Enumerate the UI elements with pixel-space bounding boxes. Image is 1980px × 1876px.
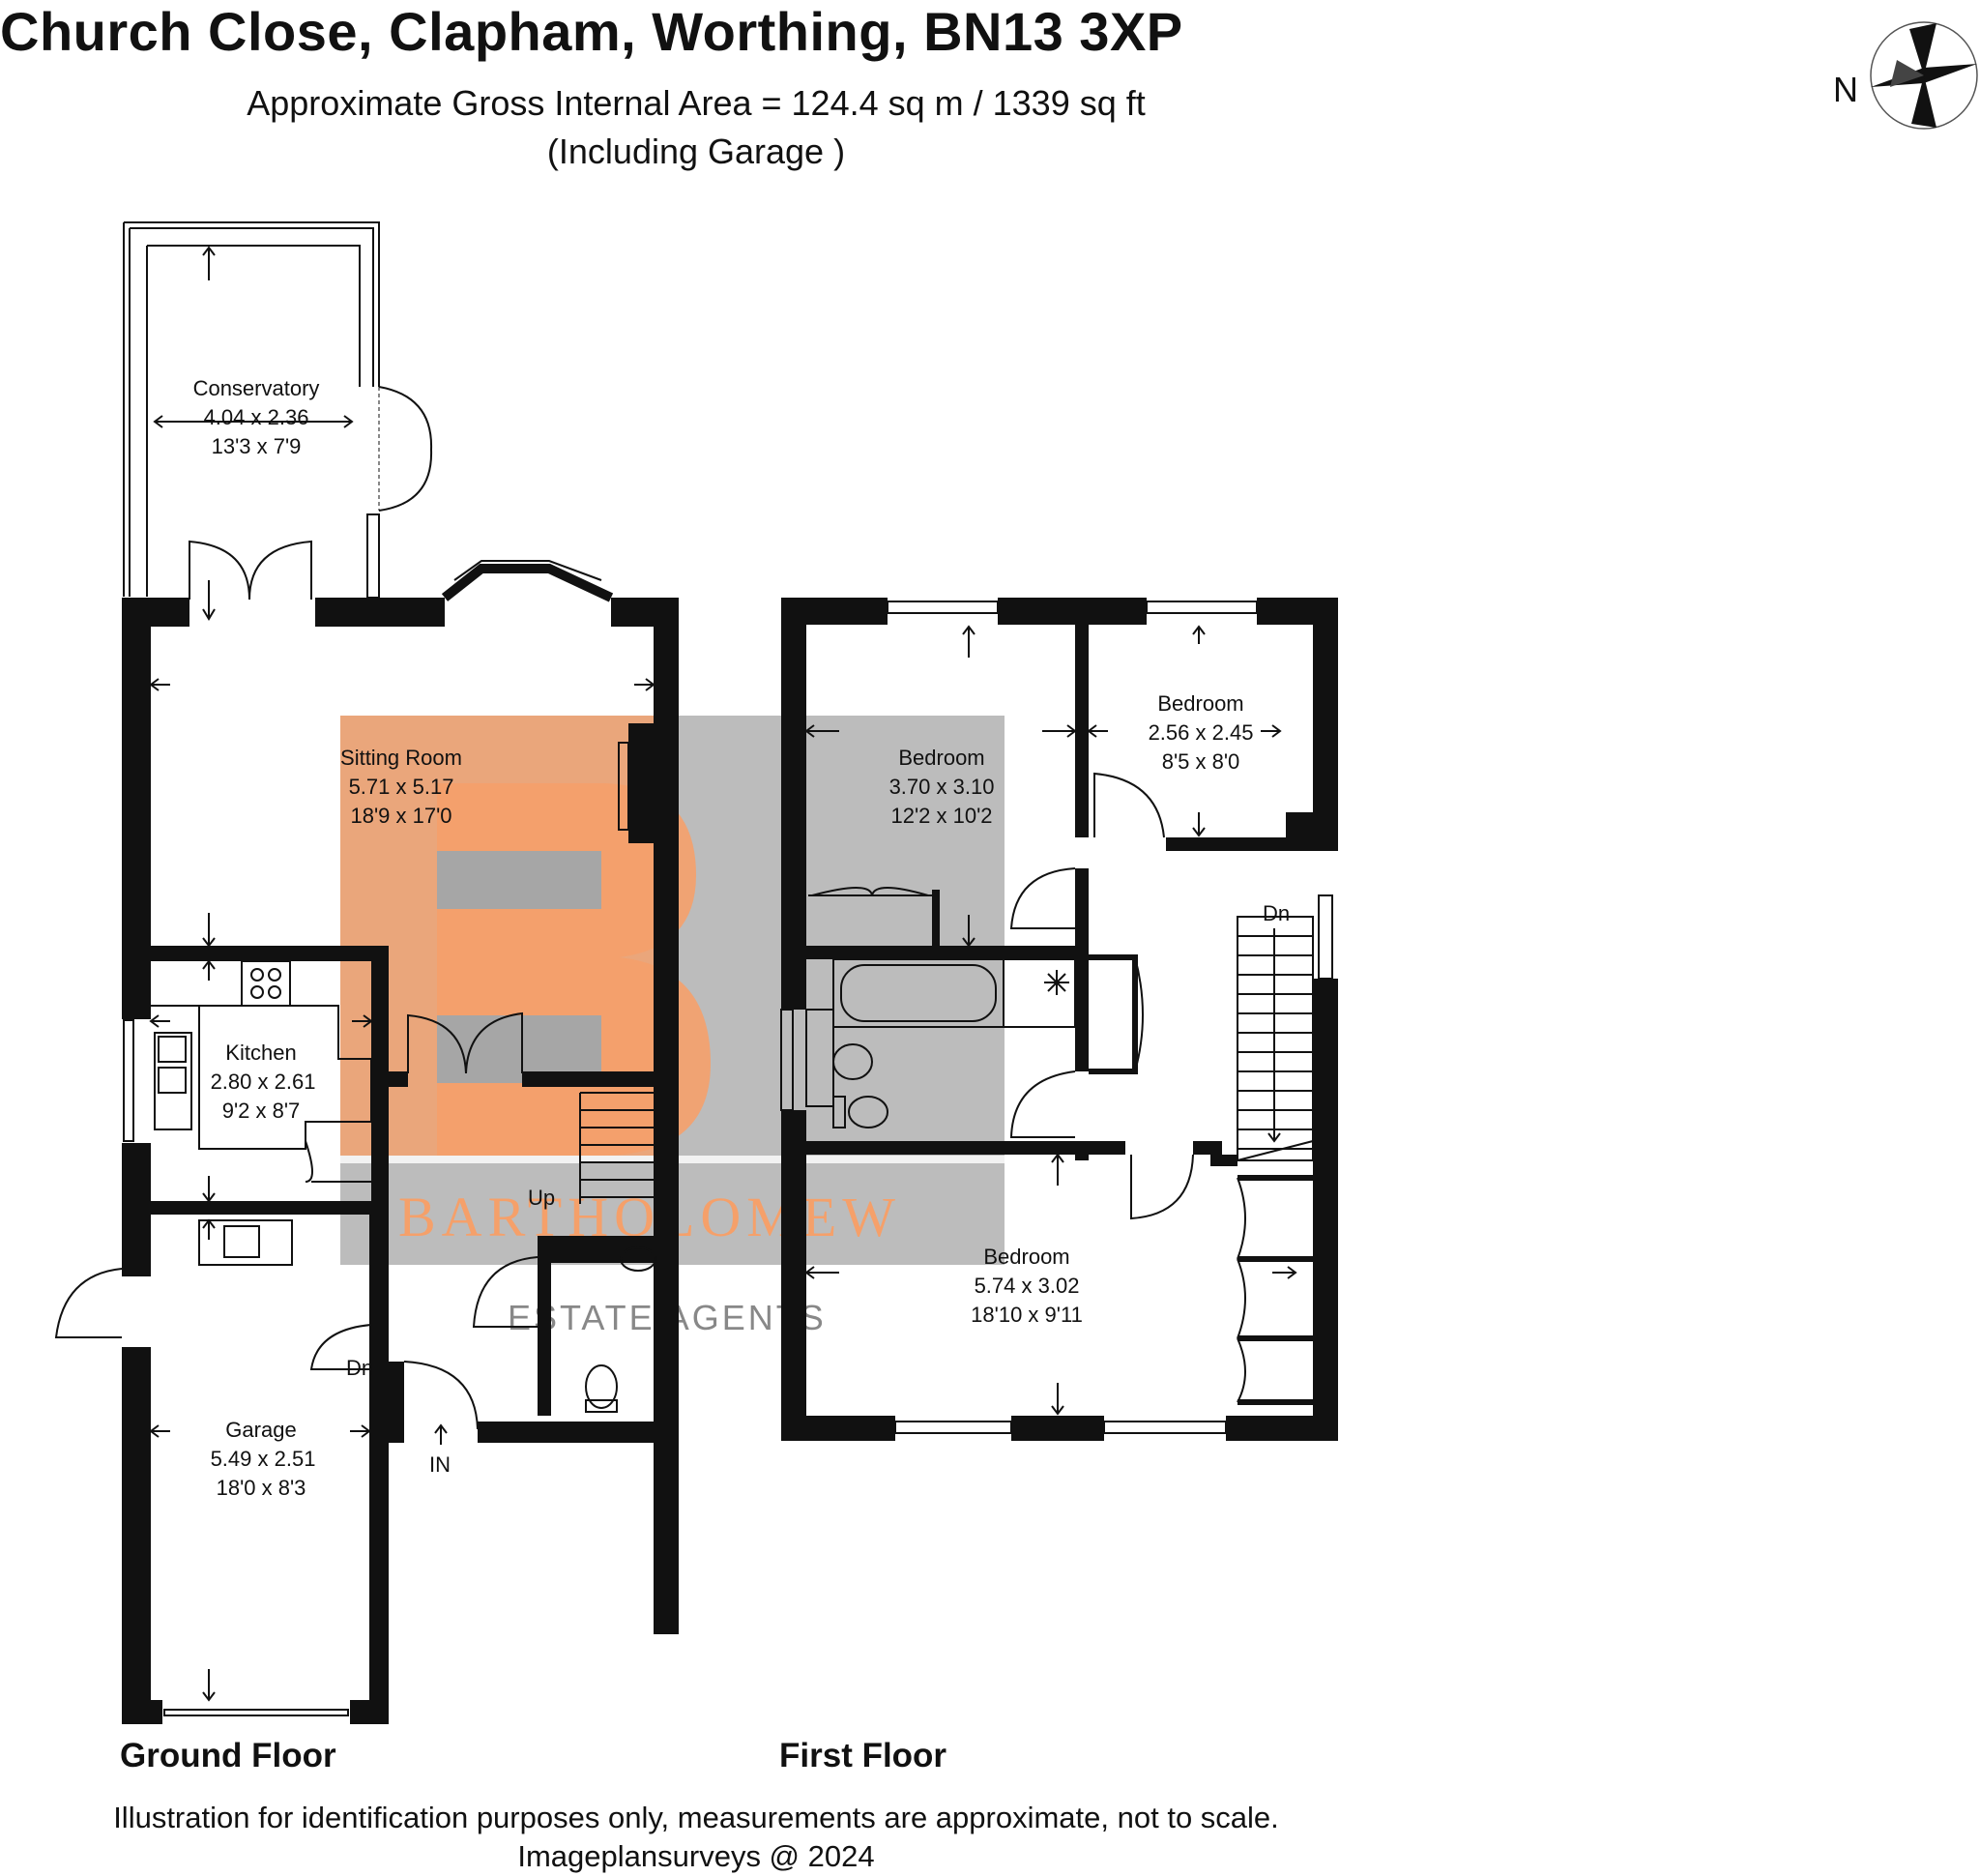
property-address-title: Church Close, Clapham, Worthing, BN13 3X… [0, 1, 1183, 62]
bedroom-3-metric: 5.74 x 3.02 [975, 1274, 1080, 1298]
ground-floor-plan [54, 221, 679, 1724]
garage-metric: 5.49 x 2.51 [211, 1447, 316, 1471]
kitchen-imperial: 9'2 x 8'7 [222, 1099, 301, 1123]
first-floor-plan [780, 598, 1338, 1441]
garage-step-down-label: Dn [346, 1356, 373, 1380]
first-floor-label: First Floor [779, 1737, 947, 1774]
kitchen-metric: 2.80 x 2.61 [211, 1070, 316, 1094]
bedroom-2-name: Bedroom [1157, 691, 1243, 716]
conservatory-name: Conservatory [193, 376, 320, 400]
sitting-room-imperial: 18'9 x 17'0 [350, 804, 451, 828]
credit-text: Imageplansurveys @ 2024 [517, 1839, 875, 1873]
bedroom-2-metric: 2.56 x 2.45 [1149, 720, 1254, 745]
sitting-room-metric: 5.71 x 5.17 [349, 775, 454, 799]
ground-stairs-up-label: Up [528, 1186, 555, 1210]
kitchen-name: Kitchen [225, 1041, 296, 1065]
gross-area-text: Approximate Gross Internal Area = 124.4 … [247, 83, 1146, 123]
ground-floor-dimension-arrows [149, 246, 655, 1702]
sitting-room-name: Sitting Room [340, 746, 462, 770]
area-note-text: (Including Garage ) [546, 132, 846, 171]
first-floor-dimension-arrows [804, 625, 1297, 1416]
bedroom-3-name: Bedroom [983, 1245, 1069, 1269]
bedroom-1-name: Bedroom [898, 746, 984, 770]
first-stairs-down-label: Dn [1263, 901, 1290, 925]
bedroom-2-imperial: 8'5 x 8'0 [1162, 749, 1240, 774]
entrance-label: IN [429, 1452, 451, 1477]
garage-name: Garage [225, 1418, 296, 1442]
conservatory-metric: 4.04 x 2.36 [204, 405, 309, 429]
ground-floor-label: Ground Floor [120, 1737, 336, 1774]
garage-imperial: 18'0 x 8'3 [217, 1476, 306, 1500]
conservatory-imperial: 13'3 x 7'9 [212, 434, 302, 458]
compass-north-label: N [1833, 70, 1858, 109]
bedroom-1-metric: 3.70 x 3.10 [889, 775, 995, 799]
compass-rose-icon [1870, 21, 1978, 130]
bedroom-1-imperial: 12'2 x 10'2 [890, 804, 992, 828]
bedroom-3-imperial: 18'10 x 9'11 [971, 1303, 1083, 1327]
disclaimer-text: Illustration for identification purposes… [113, 1801, 1279, 1834]
